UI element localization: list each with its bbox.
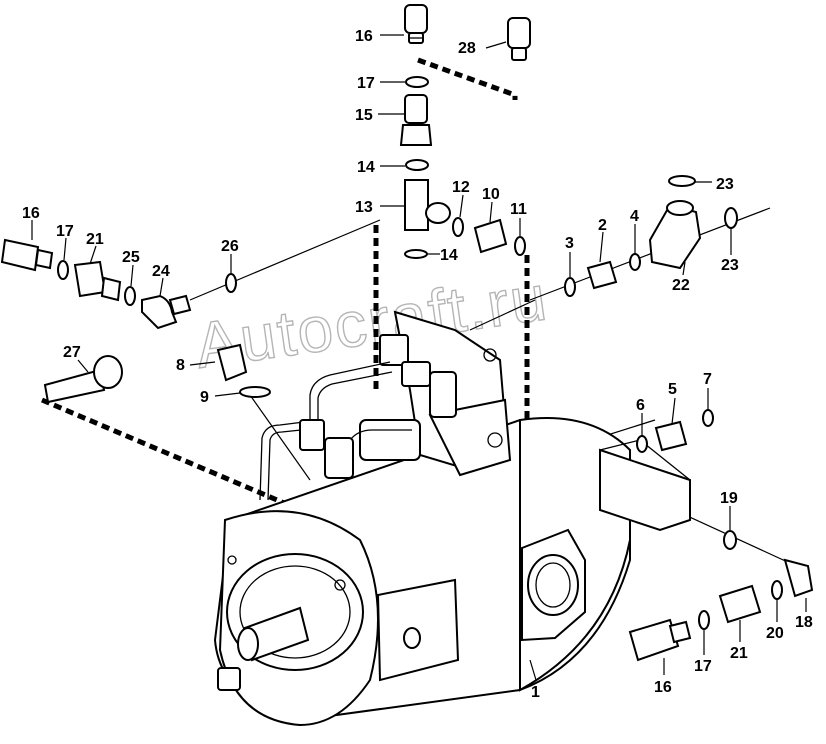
callout-12: 12 [452,179,470,196]
callout-17-top: 17 [357,75,375,92]
sensor-16-bottom [628,618,692,662]
o-ring-7 [702,409,714,427]
callout-4: 4 [630,208,639,225]
sensor-16-left [0,238,54,272]
o-ring-25 [124,286,136,306]
o-ring-26 [225,273,237,293]
fitting-5 [654,420,688,452]
callout-19: 19 [720,490,738,507]
o-ring-20 [771,580,783,600]
sensor-16-top [404,4,428,44]
o-ring-14-bottom [404,249,428,259]
callout-1: 1 [531,684,540,701]
o-ring-17-top [405,76,429,88]
elbow-18 [783,558,814,598]
callout-6: 6 [636,397,645,414]
callout-7: 7 [703,371,712,388]
callout-2: 2 [598,217,607,234]
o-ring-12 [452,217,464,237]
callout-17-left: 17 [56,223,74,240]
callout-14-bottom: 14 [440,247,458,264]
o-ring-23-top [668,175,696,187]
callout-14-top: 14 [357,159,375,176]
callout-18: 18 [795,614,813,631]
piping [259,361,412,501]
bolt-27 [43,355,123,404]
callout-20: 20 [766,625,784,642]
callout-21-right: 21 [730,645,748,662]
callout-8: 8 [176,357,185,374]
o-ring-23-right [724,207,738,229]
o-ring-14-top [405,159,429,171]
tee-fitting-13 [404,179,451,231]
callout-26: 26 [221,238,239,255]
callout-9: 9 [200,389,209,406]
adapter-21-right [718,584,762,624]
callout-23-top: 23 [716,176,734,193]
callout-17-bottom: 17 [694,658,712,675]
adapter-15 [399,94,433,146]
callout-labels: 16 28 17 15 14 13 12 10 11 14 16 17 21 2… [22,28,813,701]
fitting-2 [586,260,618,290]
callout-leaders [31,34,807,681]
callout-27: 27 [63,344,81,361]
callout-23-right: 23 [721,257,739,274]
callout-11: 11 [510,201,527,218]
callout-13: 13 [355,199,373,216]
o-ring-17-bottom [698,610,710,630]
o-ring-11 [514,236,526,256]
sensor-28 [507,17,531,61]
callout-24: 24 [152,263,170,280]
plug-8 [216,343,248,382]
tee-fitting-22 [648,200,702,270]
o-ring-3 [564,277,576,297]
callout-5: 5 [668,381,677,398]
o-ring-19 [723,530,737,550]
o-ring-6 [636,435,648,453]
o-ring-4 [629,253,641,271]
callout-28: 28 [458,40,476,57]
callout-15: 15 [355,107,373,124]
adapter-21-left [73,260,122,302]
o-ring-9 [239,386,271,398]
callout-22: 22 [672,277,690,294]
pump-housing [213,417,691,727]
o-ring-17-left [57,260,69,280]
callout-3: 3 [565,235,574,252]
callout-16-left: 16 [22,205,40,222]
elbow-24 [141,294,192,330]
callout-25: 25 [122,249,140,266]
callout-16-top: 16 [355,28,373,45]
callout-21-left: 21 [86,231,104,248]
callout-10: 10 [482,186,500,203]
fitting-10 [473,218,508,254]
callout-16-bottom: 16 [654,679,672,696]
